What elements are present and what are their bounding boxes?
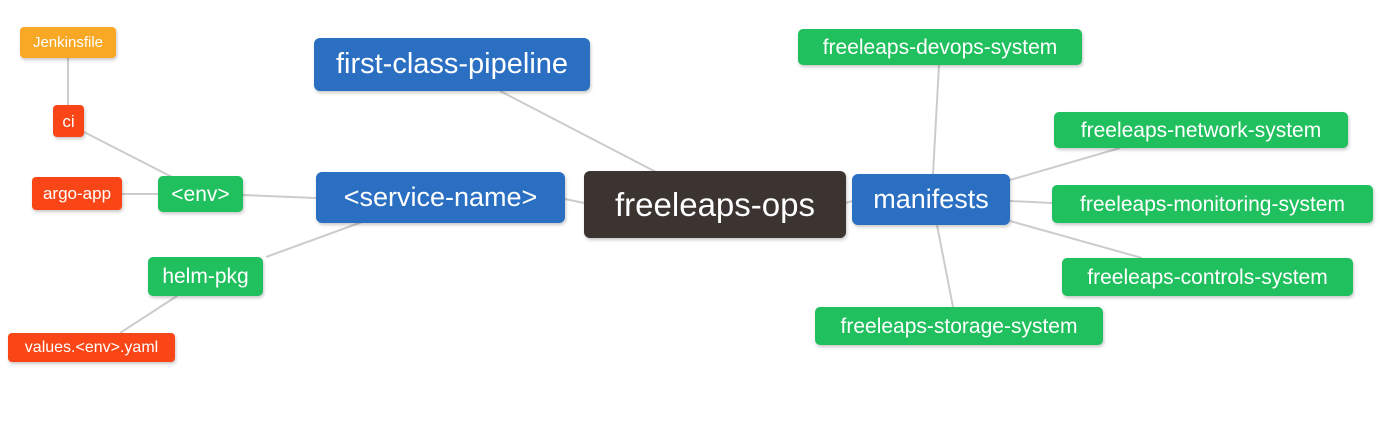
edge-pipeline-ops [499,90,657,173]
node-freeleaps-monitoring-system[interactable]: freeleaps-monitoring-system [1052,185,1373,223]
node-freeleaps-network-system[interactable]: freeleaps-network-system [1054,112,1348,148]
node-freeleaps-ops[interactable]: freeleaps-ops [584,171,846,238]
node-freeleaps-controls-system[interactable]: freeleaps-controls-system [1062,258,1353,296]
edge-manifests-storage [936,224,954,308]
edge-ci-env [83,131,173,178]
node-service-name[interactable]: <service-name> [316,172,565,223]
node-jenkinsfile[interactable]: Jenkinsfile [20,27,116,58]
node-argo-app[interactable]: argo-app [32,177,122,210]
node-values-env-yaml[interactable]: values.<env>.yaml [8,333,175,362]
edge-manifests-devops [932,64,940,175]
node-freeleaps-devops-system[interactable]: freeleaps-devops-system [798,29,1082,65]
edge-service-name-ops [564,198,585,204]
node-helm-pkg[interactable]: helm-pkg [148,257,263,296]
edge-manifests-network [1009,147,1121,181]
node-freeleaps-storage-system[interactable]: freeleaps-storage-system [815,307,1103,345]
node-first-class-pipeline[interactable]: first-class-pipeline [314,38,590,91]
edge-values-helm-pkg [119,295,178,334]
edge-ops-manifests [845,200,853,204]
node-manifests[interactable]: manifests [852,174,1010,225]
node-ci[interactable]: ci [53,105,84,137]
node-env[interactable]: <env> [158,176,243,212]
edge-manifests-controls [1009,220,1143,259]
edge-manifests-monitoring [1009,200,1053,204]
edge-env-service-name [242,194,317,199]
edge-helm-pkg-service-name [265,221,363,258]
